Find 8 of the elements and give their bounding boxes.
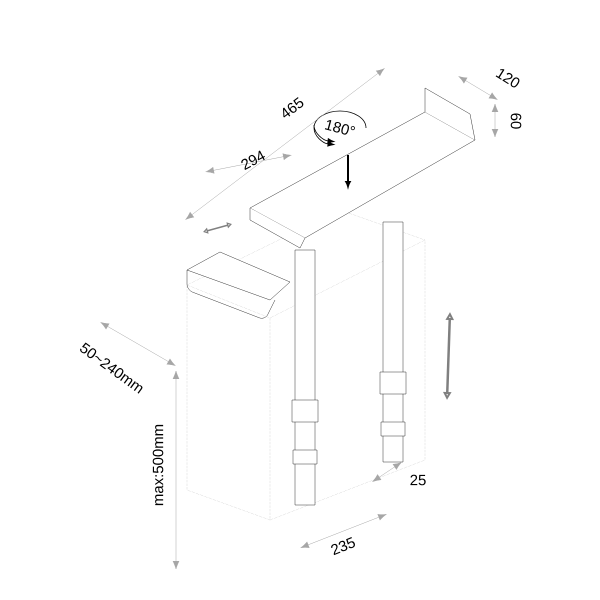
dimension-label: 25 — [410, 474, 426, 486]
dimension-label: max:500mm — [152, 424, 164, 506]
dimension-label: 465 — [283, 97, 304, 118]
dimension-label: 60 — [510, 113, 522, 129]
rotation-label: 180° — [324, 120, 355, 135]
dimension-label: 235 — [331, 537, 355, 556]
dimension-label: 294 — [241, 150, 265, 170]
dimension-label: 120 — [496, 69, 520, 88]
